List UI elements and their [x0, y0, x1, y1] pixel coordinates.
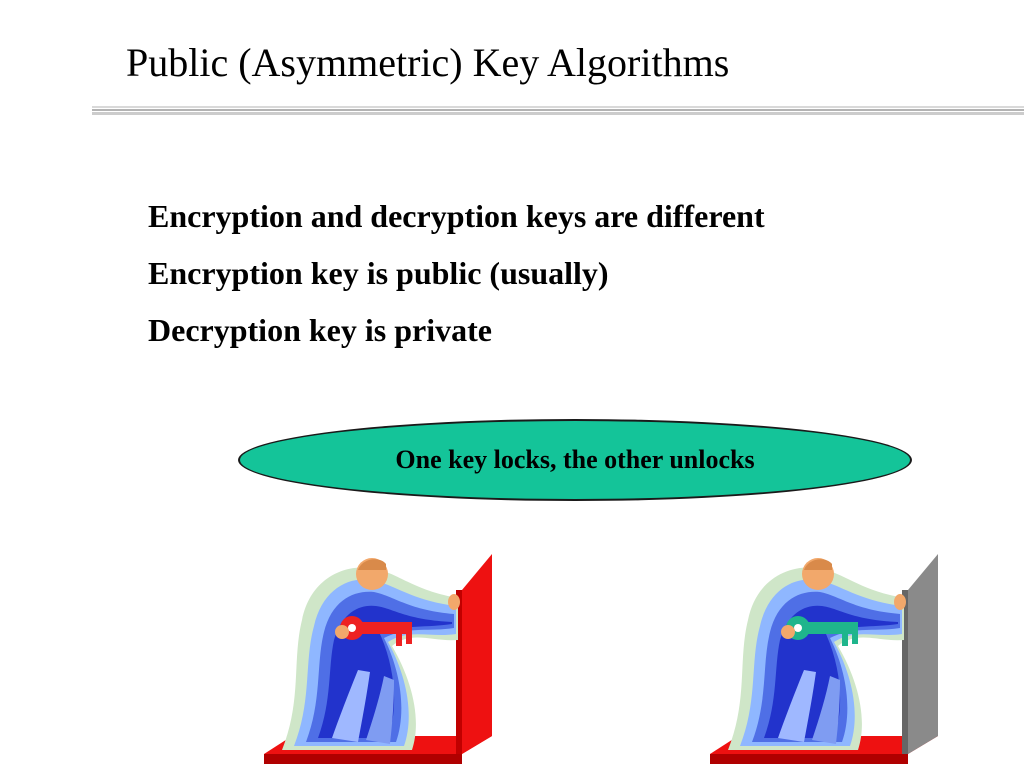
door-panel — [462, 554, 492, 754]
red-key-icon — [335, 616, 412, 646]
callout-text: One key locks, the other unlocks — [395, 445, 755, 474]
bullet-item: Encryption key is public (usually) — [148, 255, 609, 291]
door-panel — [908, 554, 938, 754]
bullet-item: Decryption key is private — [148, 312, 492, 348]
bullet-list: Encryption and decryption keys are diffe… — [148, 188, 765, 359]
person-locking-door-illustration — [262, 550, 498, 766]
bullet-item: Encryption and decryption keys are diffe… — [148, 198, 765, 234]
callout-ellipse: One key locks, the other unlocks — [238, 419, 912, 501]
slide-title: Public (Asymmetric) Key Algorithms — [126, 40, 730, 85]
title-divider — [92, 106, 1024, 115]
person-unlocking-door-illustration — [708, 550, 944, 766]
green-key-icon — [781, 616, 858, 646]
